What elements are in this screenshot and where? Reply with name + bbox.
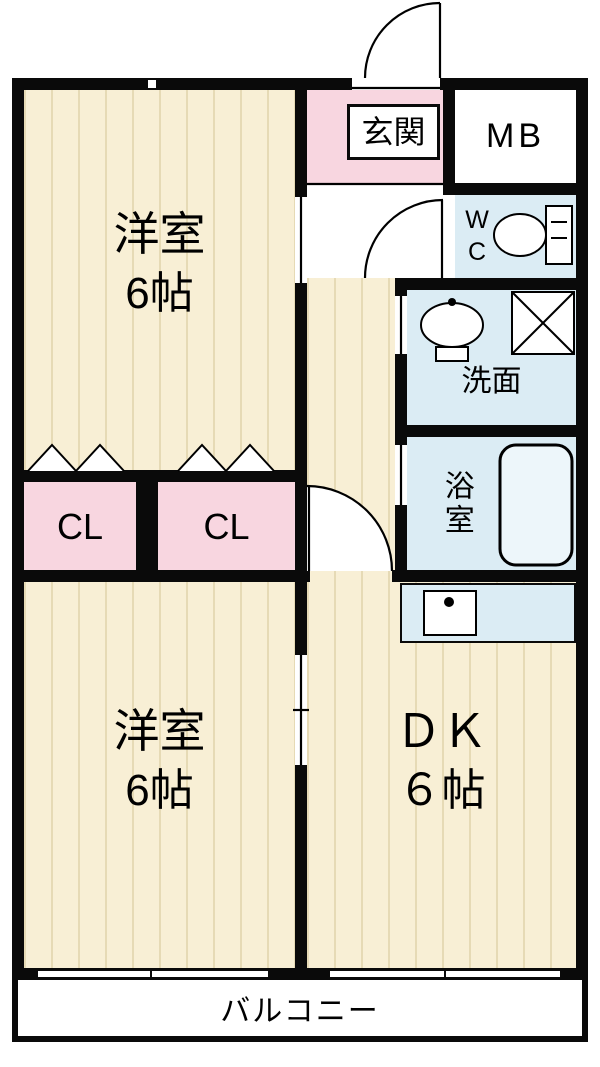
window-south-left — [38, 968, 268, 980]
bathroom-floor — [407, 437, 576, 573]
room-bottom-floor — [24, 582, 295, 968]
wall-segment — [295, 78, 307, 197]
meter-box-label: MB — [486, 117, 545, 156]
wall-segment — [395, 278, 576, 290]
window-joint-north — [148, 78, 156, 90]
wall-segment — [576, 78, 588, 980]
closet-left-floor — [24, 482, 136, 570]
room-bottom-label: 洋室 6帖 — [24, 702, 295, 819]
wall-segment — [268, 968, 330, 980]
wall-segment — [395, 437, 407, 445]
room-name: 洋室 — [113, 208, 206, 260]
wall-segment — [440, 78, 588, 90]
meter-box-area — [455, 90, 576, 183]
room-top-floor — [24, 90, 295, 470]
balcony: バルコニー — [12, 980, 588, 1042]
wall-segment — [395, 505, 407, 573]
wall-segment — [395, 425, 576, 437]
wall-segment — [443, 183, 576, 195]
wall-segment — [295, 283, 307, 655]
wall-segment — [395, 290, 407, 296]
room-top-label: 洋室 6帖 — [24, 205, 295, 322]
wall-segment — [560, 968, 588, 980]
kitchen-counter — [400, 583, 576, 643]
wall-segment — [12, 968, 38, 980]
washroom-label: 洗面 — [461, 365, 522, 399]
wall-segment — [156, 78, 352, 90]
entrance-door-arc — [363, 1, 441, 79]
dk-floor — [307, 582, 576, 968]
room-name: ＤＫ — [395, 705, 488, 757]
room-name: 洋室 — [113, 705, 206, 757]
wall-segment — [295, 765, 307, 968]
closet-left-label: CL — [56, 505, 104, 547]
window-south-right — [330, 968, 560, 980]
balcony-label: バルコニー — [220, 995, 380, 1028]
hallway-floor — [307, 278, 395, 582]
room-size: 6帖 — [125, 268, 194, 318]
bathroom-label: 浴室 — [439, 470, 473, 538]
wall-segment — [136, 470, 158, 582]
wall-segment — [12, 78, 24, 980]
closet-right-label: CL — [203, 505, 250, 547]
wall-segment — [395, 354, 407, 437]
toilet-label: W C — [465, 206, 489, 266]
entrance-label: 玄関 — [361, 114, 426, 150]
room-size: ６帖 — [397, 765, 486, 815]
wall-segment — [12, 78, 148, 90]
dk-label: ＤＫ ６帖 — [307, 702, 576, 819]
room-size: 6帖 — [125, 765, 194, 815]
entrance-label-box: 玄関 — [347, 104, 440, 160]
wall-segment — [12, 570, 310, 582]
wall-segment — [392, 570, 576, 582]
closet-right-floor — [158, 482, 295, 570]
hallway-entry-floor — [307, 183, 455, 278]
wall-segment — [443, 78, 455, 183]
